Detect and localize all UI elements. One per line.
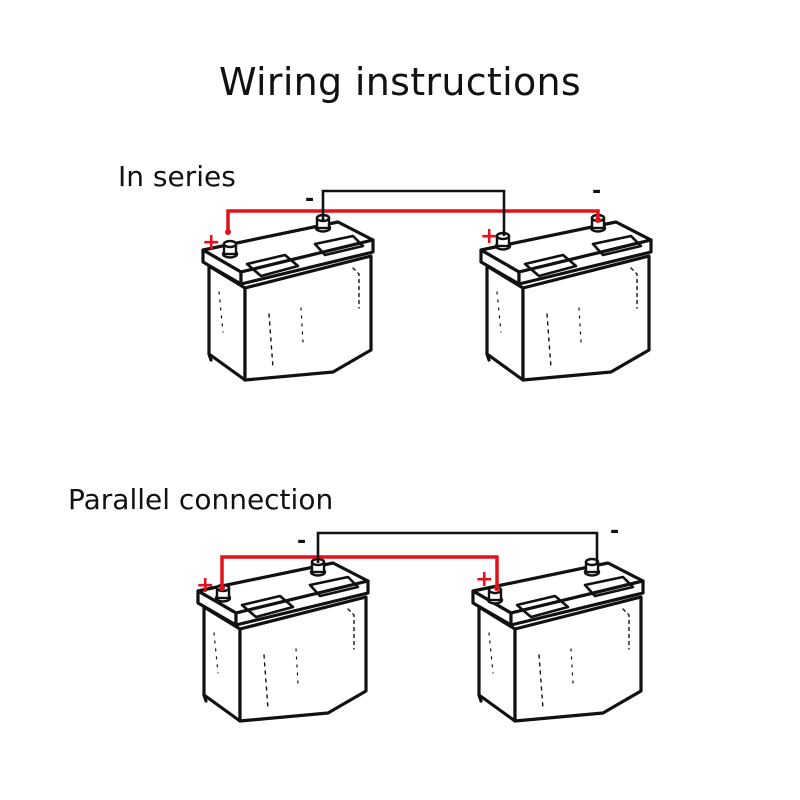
parallel-diagram: + - + -: [196, 519, 645, 723]
series-right-plus-sign: +: [480, 224, 498, 249]
parallel-left-plus-sign: +: [196, 573, 214, 598]
series-positive-wire: [226, 209, 600, 232]
parallel-positive-wire: [220, 555, 499, 588]
parallel-right-plus-sign: +: [475, 567, 493, 592]
series-right-minus-sign: -: [592, 179, 601, 204]
page-title: Wiring instructions: [219, 60, 581, 104]
series-battery-right: [479, 213, 653, 382]
series-battery-left: [201, 213, 375, 382]
series-negative-wire: [321, 189, 506, 236]
series-diagram: + - + -: [201, 179, 653, 382]
parallel-negative-wire: [316, 531, 599, 563]
series-section-label: In series: [118, 160, 236, 193]
parallel-left-minus-sign: -: [297, 529, 306, 554]
series-left-minus-sign: -: [305, 187, 314, 212]
parallel-section-label: Parallel connection: [68, 483, 334, 516]
series-left-plus-sign: +: [202, 230, 220, 255]
parallel-right-minus-sign: -: [610, 519, 619, 544]
